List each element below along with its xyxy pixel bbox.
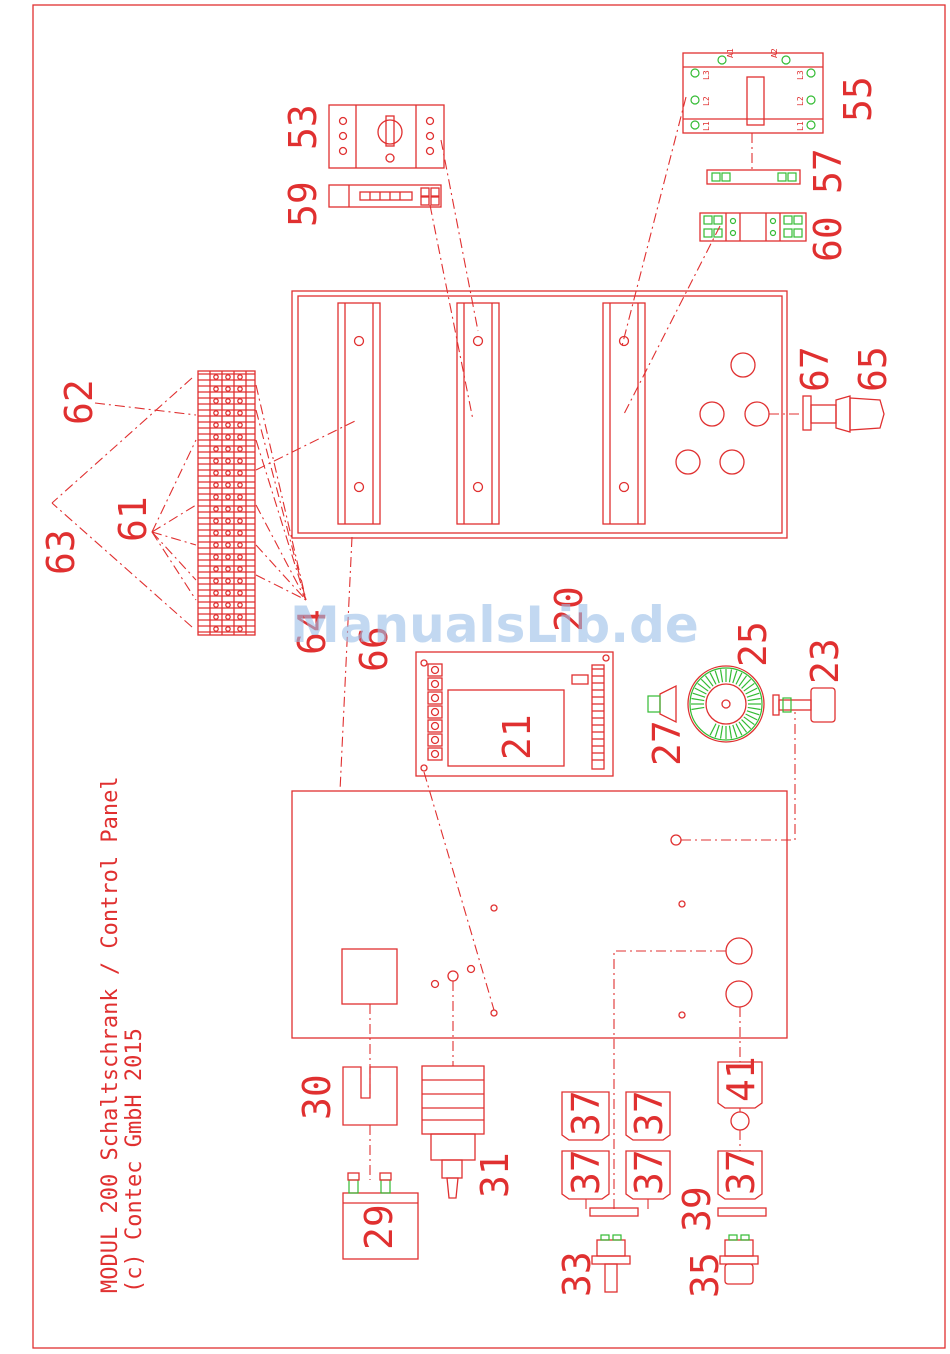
component-27-part (648, 686, 676, 722)
label-33: 33 (555, 1251, 599, 1297)
component-59-module (329, 185, 441, 207)
label-31: 31 (473, 1152, 517, 1198)
label-37-e: 37 (719, 1149, 763, 1195)
component-53-switch (329, 105, 444, 168)
label-37-a: 37 (564, 1090, 608, 1136)
label-37-b: 37 (627, 1090, 671, 1136)
terminal-l2-right: L2 (796, 96, 805, 106)
label-55: 55 (836, 76, 880, 122)
part-labels: 53 59 55 57 60 62 63 61 64 66 67 65 20 2… (39, 76, 895, 1298)
door-panel (292, 791, 787, 1038)
terminal-a1: A1 (726, 48, 735, 58)
label-25: 25 (731, 621, 775, 667)
label-23: 23 (803, 638, 847, 684)
terminal-block-strip (198, 371, 255, 635)
terminal-a2: A2 (770, 48, 779, 58)
label-67: 67 (793, 346, 837, 392)
label-37-d: 37 (627, 1149, 671, 1195)
label-53: 53 (281, 104, 325, 150)
label-57: 57 (806, 148, 850, 194)
label-60: 60 (806, 216, 850, 262)
drawing-title: MODUL 200 Schaltschrank / Control Panel (98, 776, 123, 1293)
label-27: 27 (645, 720, 689, 766)
label-62: 62 (57, 379, 101, 425)
component-60-relay (700, 213, 806, 241)
drawing-copyright: (c) Contec GmbH 2015 (122, 1028, 147, 1293)
component-65-67-cable-gland (769, 396, 884, 432)
label-37-c: 37 (564, 1149, 608, 1195)
label-59: 59 (281, 181, 325, 227)
terminal-l1-right: L1 (796, 121, 805, 131)
label-21: 21 (495, 714, 539, 760)
terminal-l2-left: L2 (702, 96, 711, 106)
label-30: 30 (295, 1074, 339, 1120)
label-39: 39 (675, 1186, 719, 1232)
watermark: ManualsLib.de (290, 596, 699, 654)
component-25-toroid (688, 666, 764, 742)
component-57-aux-contact (707, 133, 800, 184)
label-61: 61 (111, 496, 155, 542)
component-23-knob (773, 688, 835, 722)
component-55-contactor: A1 A2 L3 L2 L1 L3 L2 L1 (683, 48, 823, 133)
label-29: 29 (357, 1204, 401, 1250)
mounting-plate (292, 291, 787, 538)
terminal-l3-left: L3 (702, 70, 711, 80)
component-30-bracket (343, 1067, 397, 1125)
label-65: 65 (851, 346, 895, 392)
terminal-l3-right: L3 (796, 70, 805, 80)
terminal-l1-left: L1 (702, 121, 711, 131)
label-63: 63 (39, 529, 83, 575)
label-35: 35 (683, 1252, 727, 1298)
label-41: 41 (719, 1056, 763, 1102)
